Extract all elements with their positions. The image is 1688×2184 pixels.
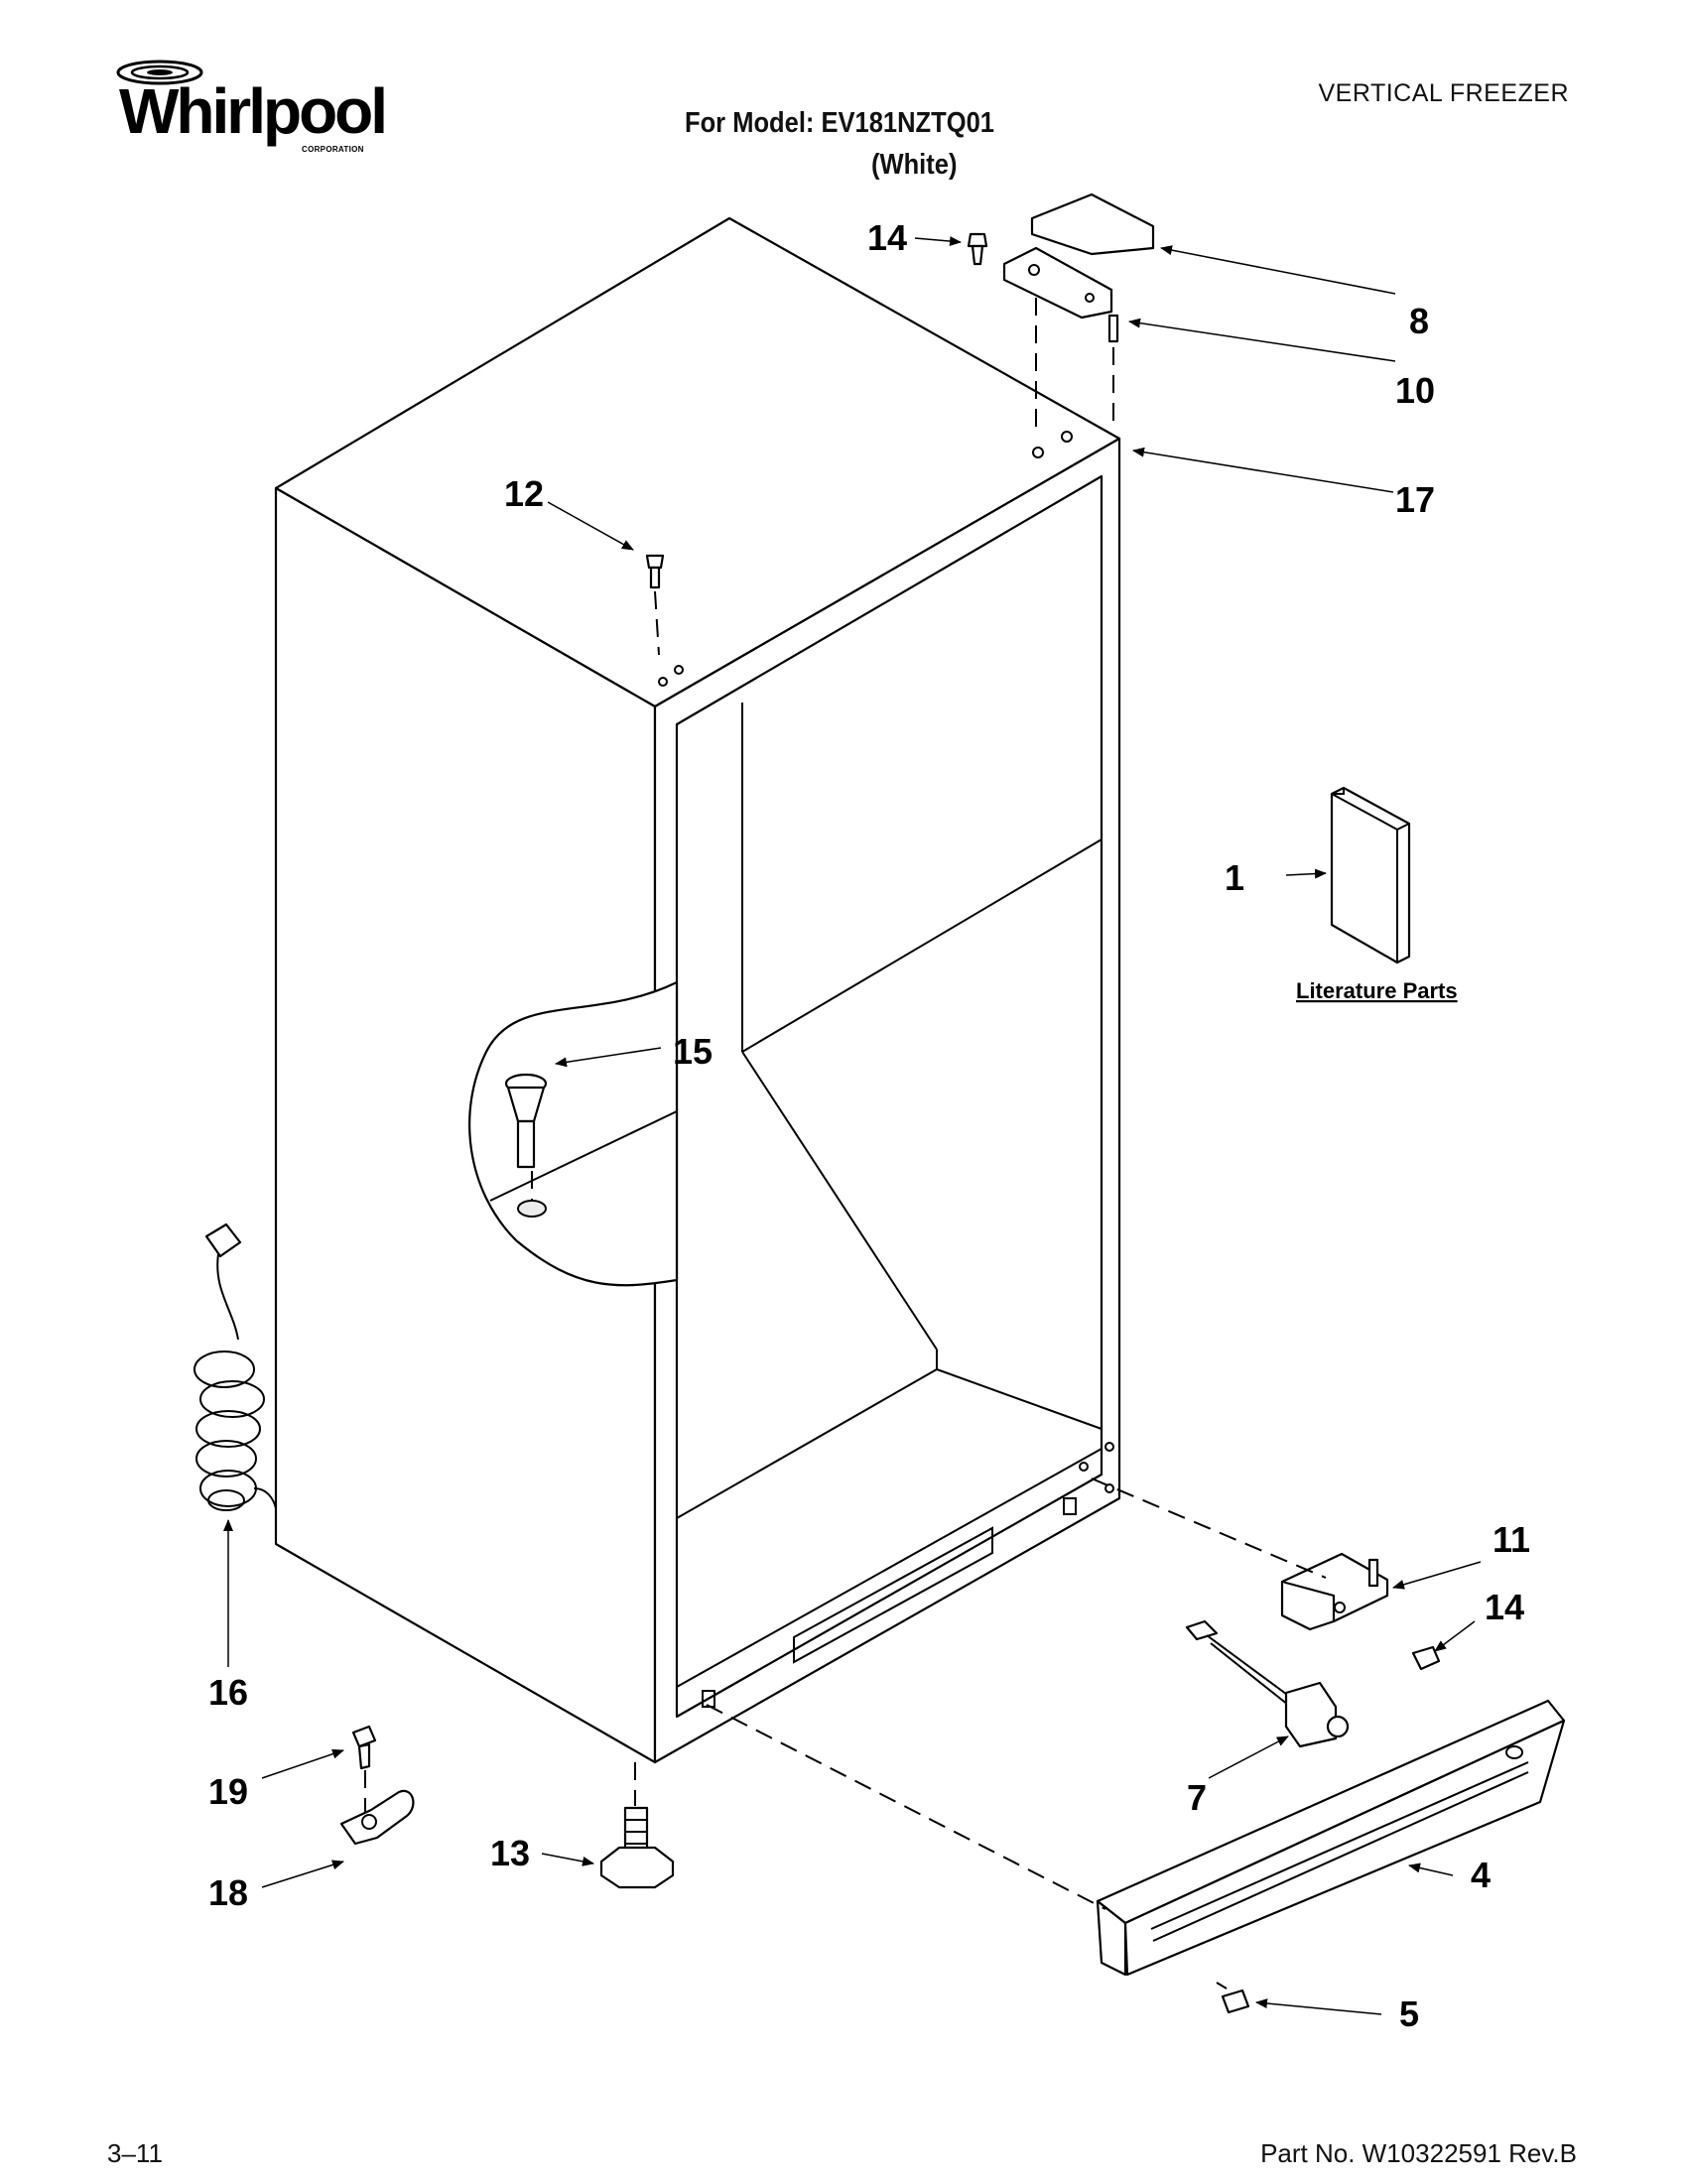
door-switch-part: [1185, 1619, 1350, 1748]
brand-name: Whirlpool: [119, 75, 388, 147]
part-number: Part No. W10322591 Rev.B: [1260, 2138, 1577, 2168]
cord-clamp-part: [339, 1725, 415, 1846]
callout-7: 7: [1187, 1777, 1207, 1818]
callout-11: 11: [1493, 1519, 1530, 1560]
callout-1: 1: [1225, 857, 1244, 898]
model-variant: (White): [871, 149, 958, 181]
power-cord-part: [194, 1222, 277, 1511]
callout-17: 17: [1395, 479, 1435, 520]
callout-18: 18: [208, 1872, 248, 1913]
document-type: VERTICAL FREEZER: [1318, 79, 1569, 107]
freezer-cabinet: [274, 216, 1121, 1764]
toe-grille-part: [706, 1699, 1566, 1977]
callout-14-bottom: 14: [1485, 1587, 1524, 1627]
grille-screw-part: [1216, 1982, 1250, 2014]
callout-12: 12: [504, 473, 544, 514]
callout-19: 19: [208, 1771, 248, 1812]
hole-plug-part: [645, 554, 665, 656]
callout-8: 8: [1409, 301, 1429, 341]
callout-13: 13: [490, 1833, 530, 1873]
bottom-hinge-assembly: [1091, 1477, 1441, 1671]
model-number: For Model: EV181NZTQ01: [685, 107, 994, 139]
whirlpool-logo: Whirlpool CORPORATION: [111, 58, 388, 167]
brand-subtitle: CORPORATION: [302, 145, 364, 154]
logo-swirl-icon: [116, 60, 203, 85]
callout-14-top: 14: [867, 217, 907, 258]
callout-leaders: [223, 236, 1482, 2015]
literature-part: [1330, 786, 1411, 964]
callout-15: 15: [673, 1031, 713, 1072]
literature-parts-label: Literature Parts: [1296, 978, 1458, 1003]
leveling-leg-part: [599, 1762, 675, 1889]
callout-16: 16: [208, 1672, 248, 1713]
top-hinge-assembly: [967, 193, 1155, 437]
callout-10: 10: [1395, 370, 1435, 411]
callout-5: 5: [1399, 1993, 1419, 2034]
callout-4: 4: [1471, 1855, 1491, 1895]
drain-tube-part: [504, 1073, 548, 1218]
page-number: 3–11: [107, 2138, 163, 2168]
